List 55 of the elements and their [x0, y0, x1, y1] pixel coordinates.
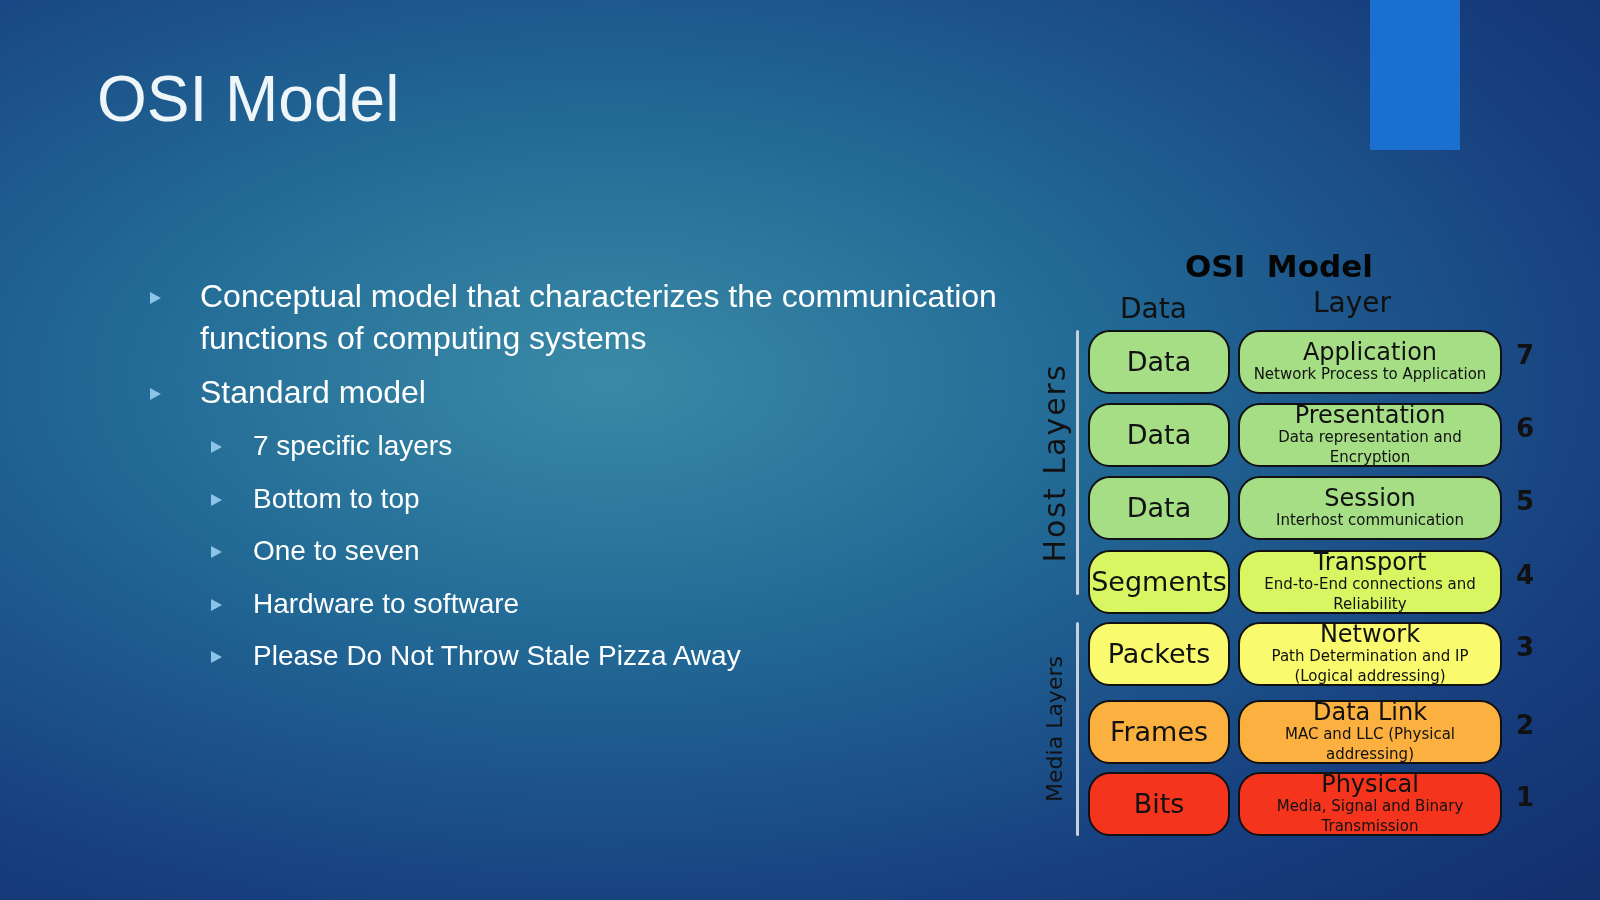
- layer-number: 1: [1516, 782, 1535, 812]
- bullet-text: Conceptual model that characterizes the communication functions of computing systems: [200, 277, 998, 358]
- layer-number: 6: [1516, 413, 1535, 443]
- layer-number: 3: [1516, 632, 1535, 662]
- bullet-text: Standard model: [200, 373, 427, 412]
- layer-description: End-to-End connections and Reliability: [1263, 575, 1477, 615]
- data-unit-label: Bits: [1133, 789, 1185, 819]
- bullet-text: Please Do Not Throw Stale Pizza Away: [253, 639, 741, 673]
- layer-pill: [1238, 476, 1502, 540]
- data-pill: [1088, 772, 1230, 836]
- layer-description: Network Process to Application: [1252, 364, 1488, 385]
- layer-number: 5: [1516, 486, 1535, 516]
- layer-pill: [1238, 330, 1502, 394]
- data-unit-label: Packets: [1107, 639, 1211, 669]
- layer-number: 4: [1516, 560, 1535, 590]
- layer-number: 7: [1516, 340, 1535, 370]
- layer-description: Data representation and Encryption: [1277, 428, 1463, 468]
- data-pill: [1088, 622, 1230, 686]
- data-pill: [1088, 476, 1230, 540]
- data-pill: [1088, 330, 1230, 394]
- layer-name: Network: [1319, 621, 1421, 648]
- layer-pill: [1238, 550, 1502, 614]
- data-unit-label: Segments: [1091, 567, 1227, 597]
- data-unit-label: Data: [1126, 420, 1192, 450]
- data-unit-label: Data: [1126, 347, 1192, 377]
- group-label: Media Layers: [1041, 656, 1067, 802]
- layer-number: 2: [1516, 710, 1535, 740]
- bullet-text: One to seven: [253, 534, 420, 568]
- data-unit-label: Frames: [1109, 717, 1209, 747]
- layer-pill: [1238, 700, 1502, 764]
- diagram-heading: OSI Model: [1185, 248, 1373, 284]
- group-label: Host Layers: [1036, 362, 1072, 563]
- layer-name: Presentation: [1294, 402, 1446, 429]
- bullet-text: Hardware to software: [253, 587, 520, 621]
- data-unit-label: Data: [1126, 493, 1192, 523]
- data-pill: [1088, 700, 1230, 764]
- layer-name: Application: [1302, 339, 1438, 365]
- bullet-text: 7 specific layers: [253, 429, 453, 463]
- layer-pill: [1238, 622, 1502, 686]
- slide-title: OSI Model: [97, 62, 400, 136]
- layer-name: Physical: [1321, 771, 1419, 798]
- layer-pill: [1238, 772, 1502, 836]
- layer-name: Session: [1324, 485, 1416, 511]
- data-pill: [1088, 403, 1230, 467]
- layer-name: Data Link: [1312, 699, 1428, 726]
- layer-name: Transport: [1313, 549, 1427, 576]
- data-pill: [1088, 550, 1230, 614]
- layer-description: Path Determination and IP (Logical addressing): [1270, 647, 1470, 687]
- layer-description: Interhost communication: [1274, 510, 1466, 531]
- column-heading: Layer: [1313, 286, 1392, 319]
- column-heading: Data: [1120, 292, 1187, 325]
- bullet-text: Bottom to top: [253, 482, 420, 516]
- layer-pill: [1238, 403, 1502, 467]
- layer-description: Media, Signal and Binary Transmission: [1275, 797, 1465, 837]
- layer-description: MAC and LLC (Physical addressing): [1284, 725, 1456, 765]
